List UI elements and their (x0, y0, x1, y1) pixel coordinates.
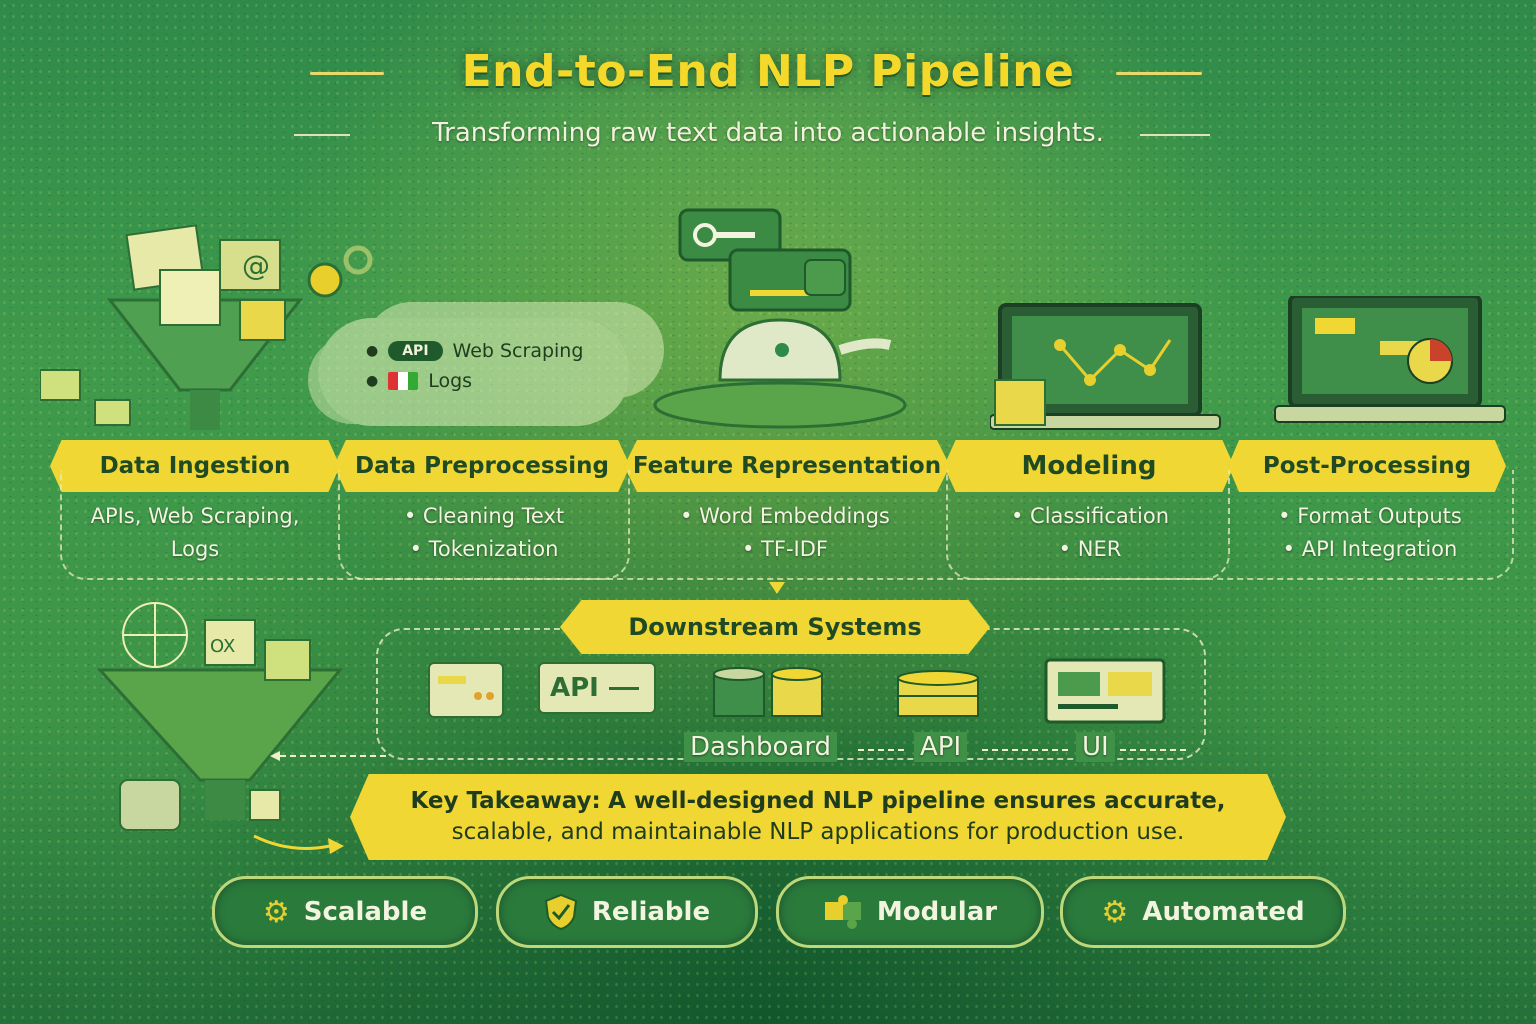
gear-icon: ⚙ (262, 894, 290, 930)
detail-line: • Tokenization (409, 537, 559, 561)
detail-line: • Cleaning Text (403, 504, 565, 528)
source-item-label: Web Scraping (452, 340, 584, 362)
quality-pill-reliable: Reliable (496, 876, 758, 948)
stage-banner-feature-representation: Feature Representation (624, 440, 950, 492)
quality-pill-scalable: ⚙ Scalable (212, 876, 478, 948)
subtitle-rule-left (294, 134, 350, 136)
stage-banner-data-ingestion: Data Ingestion (50, 440, 340, 492)
downstream-connectors (858, 749, 1188, 751)
api-chip: API (388, 341, 443, 361)
quality-label: Modular (876, 897, 998, 927)
stage-title: Data Ingestion (99, 453, 291, 479)
automation-gear-icon: ⚙ (1101, 894, 1129, 930)
detail-line: • NER (1058, 537, 1122, 561)
detail-line: • Format Outputs (1278, 504, 1462, 528)
robot-illustration (653, 208, 907, 429)
puzzle-icon (824, 895, 861, 929)
takeaway-line-2: scalable, and maintainable NLP applicati… (451, 819, 1185, 845)
return-arrow-icon (270, 751, 386, 761)
quality-label: Reliable (591, 897, 711, 927)
stage-title: Data Preprocessing (355, 453, 609, 479)
quality-pill-modular: Modular (776, 876, 1044, 948)
page-title: End-to-End NLP Pipeline (461, 46, 1075, 97)
api-icon-text: API (550, 673, 599, 703)
detail-line: Logs (170, 537, 220, 561)
source-item-api: ● API Web Scraping (366, 340, 584, 362)
stage-title: Modeling (1021, 451, 1157, 481)
stage-title: Feature Representation (632, 453, 942, 479)
detail-line: APIs, Web Scraping, (90, 504, 300, 528)
takeaway-line-1: A well-designed NLP pipeline ensures acc… (608, 788, 1226, 814)
quality-pill-automated: ⚙ Automated (1060, 876, 1346, 948)
page-subtitle: Transforming raw text data into actionab… (432, 118, 1104, 148)
stage-divider (338, 470, 630, 580)
stage-banner-post-processing: Post-Processing (1228, 440, 1506, 492)
svg-text:OX: OX (210, 636, 235, 657)
stage-details-data-preprocessing: • Cleaning Text • Tokenization (344, 500, 624, 566)
takeaway-lead: Key Takeaway: (410, 788, 601, 814)
svg-text:@: @ (242, 249, 270, 282)
takeaway-arrow-icon (253, 834, 344, 854)
stage-banner-data-preprocessing: Data Preprocessing (334, 440, 630, 492)
detail-line: • Word Embeddings (680, 504, 890, 528)
stage-details-modeling: • Classification • NER (950, 500, 1230, 566)
detail-line: • API Integration (1282, 537, 1458, 561)
title-rule-left (310, 72, 384, 75)
quality-label: Scalable (303, 897, 428, 927)
feedback-funnel-illustration: OX (96, 602, 344, 831)
subtitle-rule-right (1140, 134, 1210, 136)
postprocessing-laptop-illustration (1274, 296, 1506, 423)
shield-check-icon (544, 893, 577, 931)
database-icon (713, 667, 823, 717)
logs-icon (388, 372, 419, 390)
detail-line: • TF-IDF (742, 537, 828, 561)
source-item-logs: ● Logs (366, 370, 473, 392)
quality-label: Automated (1142, 897, 1305, 927)
downstream-title: Downstream Systems (628, 613, 922, 641)
key-takeaway-banner: Key Takeaway: A well-designed NLP pipeli… (350, 774, 1286, 860)
source-item-label: Logs (428, 370, 473, 392)
dashboard-icon (428, 662, 504, 718)
stage-details-data-ingestion: APIs, Web Scraping, Logs (60, 500, 330, 566)
downstream-label-ui: UI (1076, 732, 1115, 762)
stage-title: Post-Processing (1262, 453, 1472, 479)
ui-screen-icon (1044, 658, 1166, 724)
storage-icon (897, 670, 979, 717)
ingestion-funnel-illustration: @ (40, 224, 373, 430)
stage-divider (946, 470, 1230, 580)
stages-outline (60, 470, 1514, 580)
title-rule-right (1116, 72, 1202, 75)
source-cloud (318, 318, 630, 426)
downstream-label-dashboard: Dashboard (684, 732, 838, 762)
stage-details-post-processing: • Format Outputs • API Integration (1230, 500, 1510, 566)
detail-line: • Classification (1010, 504, 1169, 528)
stage-details-feature-representation: • Word Embeddings • TF-IDF (630, 500, 940, 566)
source-cloud-list: ● API Web Scraping ● Logs (366, 340, 583, 392)
api-icon: API (538, 662, 656, 714)
modeling-laptop-illustration (990, 303, 1221, 430)
arrow-down-icon (769, 582, 785, 594)
downstream-banner: Downstream Systems (560, 600, 990, 654)
stage-banner-modeling: Modeling (944, 440, 1234, 492)
downstream-label-api: API (914, 732, 968, 762)
